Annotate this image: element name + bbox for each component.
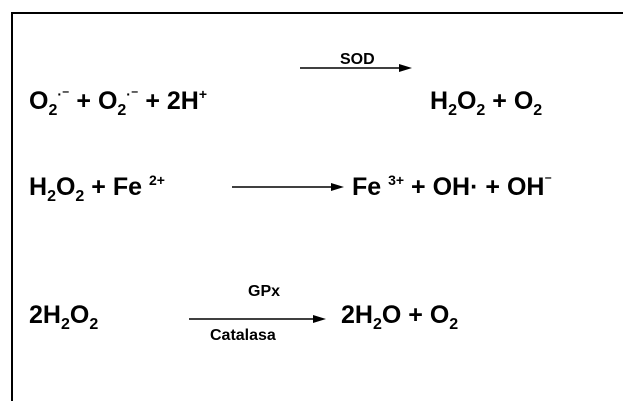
reaction-2-products: Fe 3+ + OH· + OH⁻	[352, 172, 552, 201]
water: 2H2O	[341, 301, 402, 333]
arrow-reaction-2	[232, 183, 344, 191]
oxygen: O2	[513, 87, 543, 119]
diagram-frame	[11, 12, 623, 401]
reaction-3-reactants: 2H2O2	[29, 301, 99, 333]
ferrous-iron: Fe 2+	[112, 172, 165, 201]
catalyst-catalasa-label: Catalasa	[210, 327, 276, 344]
proton: 2H+	[166, 86, 208, 115]
reaction-1-reactants: O2·⁻ + O2·⁻ + 2H+	[29, 86, 208, 119]
ferric-iron: Fe 3+	[352, 172, 405, 201]
hydroxyl-radical: OH·	[432, 173, 479, 201]
reaction-1-products: H2O2 + O2	[430, 87, 543, 119]
plus-sign: +	[485, 173, 500, 201]
plus-sign: +	[411, 173, 426, 201]
plus-sign: +	[145, 87, 160, 115]
superoxide: O2·⁻	[29, 86, 70, 119]
reaction-3-products: 2H2O + O2	[341, 301, 459, 333]
catalyst-gpx-label: GPx	[248, 283, 281, 300]
reaction-2-reactants: H2O2 + Fe 2+	[29, 172, 165, 205]
hydrogen-peroxide: H2O2	[430, 87, 486, 119]
arrow-reaction-1	[300, 64, 412, 72]
plus-sign: +	[91, 173, 106, 201]
plus-sign: +	[76, 87, 91, 115]
hydroxide-ion: OH⁻	[506, 172, 552, 201]
hydrogen-peroxide: H2O2	[29, 173, 85, 205]
plus-sign: +	[408, 301, 423, 329]
superoxide: O2·⁻	[97, 86, 139, 119]
hydrogen-peroxide: 2H2O2	[29, 301, 99, 333]
plus-sign: +	[492, 87, 507, 115]
catalyst-sod-label: SOD	[340, 51, 375, 68]
oxygen: O2	[429, 301, 459, 333]
arrow-reaction-3	[189, 315, 326, 323]
